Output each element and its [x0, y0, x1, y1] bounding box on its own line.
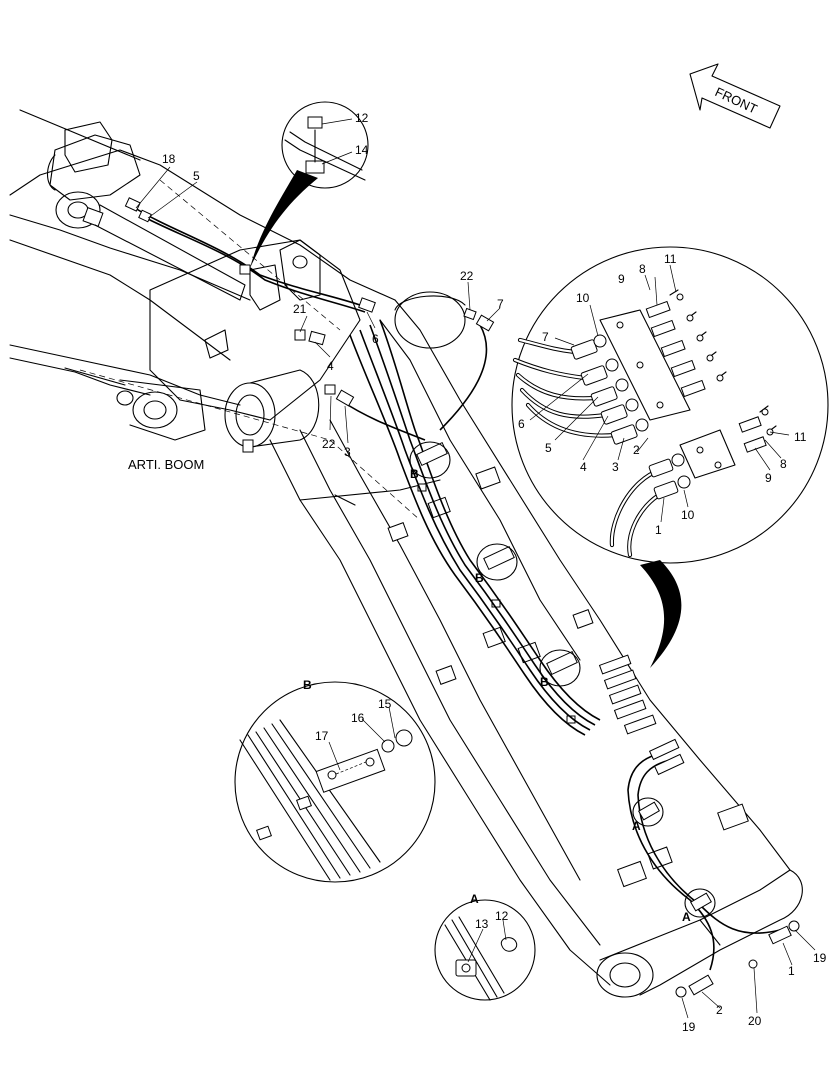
callout-1: 1 [788, 964, 795, 978]
detail-circle-a [434, 899, 536, 1001]
callout-5: 5 [193, 169, 200, 183]
detail-b-callout-17: 17 [315, 729, 329, 743]
detail-b-callout-15: 15 [378, 697, 392, 711]
callout-labels: ARTI. BOOM 18 5 12 14 22 7 21 6 4 22 3 B… [128, 111, 827, 1034]
detail-b-title: B [303, 678, 312, 692]
callout-19-right: 19 [813, 951, 827, 965]
callout-12-top: 12 [355, 111, 369, 125]
detail-callout-8-top: 8 [639, 262, 646, 276]
detail-circle-fittings [511, 246, 829, 668]
detail-a-callout-13: 13 [475, 917, 489, 931]
detail-callout-6: 6 [518, 417, 525, 431]
front-arrow-icon: FRONT [689, 63, 781, 129]
detail-b-callout-16: 16 [351, 711, 365, 725]
detail-callout-11-right: 11 [794, 430, 807, 444]
detail-callout-5: 5 [545, 441, 552, 455]
detail-callout-4: 4 [580, 460, 587, 474]
detail-circle-top [250, 101, 369, 268]
section-a-label-1: A [632, 819, 641, 833]
detail-callout-2: 2 [633, 443, 640, 457]
section-b-label-1: B [410, 467, 419, 481]
callout-22-top: 22 [460, 269, 474, 283]
boom-structure [9, 109, 803, 998]
front-arrow-label: FRONT [713, 84, 760, 117]
detail-a-callout-12: 12 [495, 909, 509, 923]
callout-19-left: 19 [682, 1020, 696, 1034]
callout-18: 18 [162, 152, 176, 166]
detail-callout-11-top: 11 [664, 252, 677, 266]
callout-4-main: 4 [327, 359, 334, 373]
callout-20: 20 [748, 1014, 762, 1028]
detail-callout-10-top: 10 [576, 291, 590, 305]
section-b-label-3: B [540, 675, 549, 689]
detail-callout-10-bottom: 10 [681, 508, 695, 522]
callout-21: 21 [293, 302, 307, 316]
section-a-label-2: A [682, 910, 691, 924]
leader-lines [135, 118, 816, 1019]
detail-callout-3: 3 [612, 460, 619, 474]
view-label: ARTI. BOOM [128, 457, 204, 472]
callout-2: 2 [716, 1003, 723, 1017]
detail-circle-b [234, 681, 436, 883]
callout-22-bottom: 22 [322, 437, 336, 451]
detail-callout-1: 1 [655, 523, 662, 537]
hose-bundle [124, 197, 800, 998]
callout-7-top: 7 [497, 297, 504, 311]
section-b-label-2: B [475, 571, 484, 585]
callout-6-main: 6 [372, 332, 379, 346]
callout-14: 14 [355, 143, 369, 157]
detail-a-title: A [470, 892, 479, 906]
detail-callout-8-right: 8 [780, 457, 787, 471]
detail-callout-7: 7 [542, 330, 549, 344]
detail-callout-9-top: 9 [618, 272, 625, 286]
callout-3-main: 3 [344, 445, 351, 459]
detail-callout-9-right: 9 [765, 471, 772, 485]
